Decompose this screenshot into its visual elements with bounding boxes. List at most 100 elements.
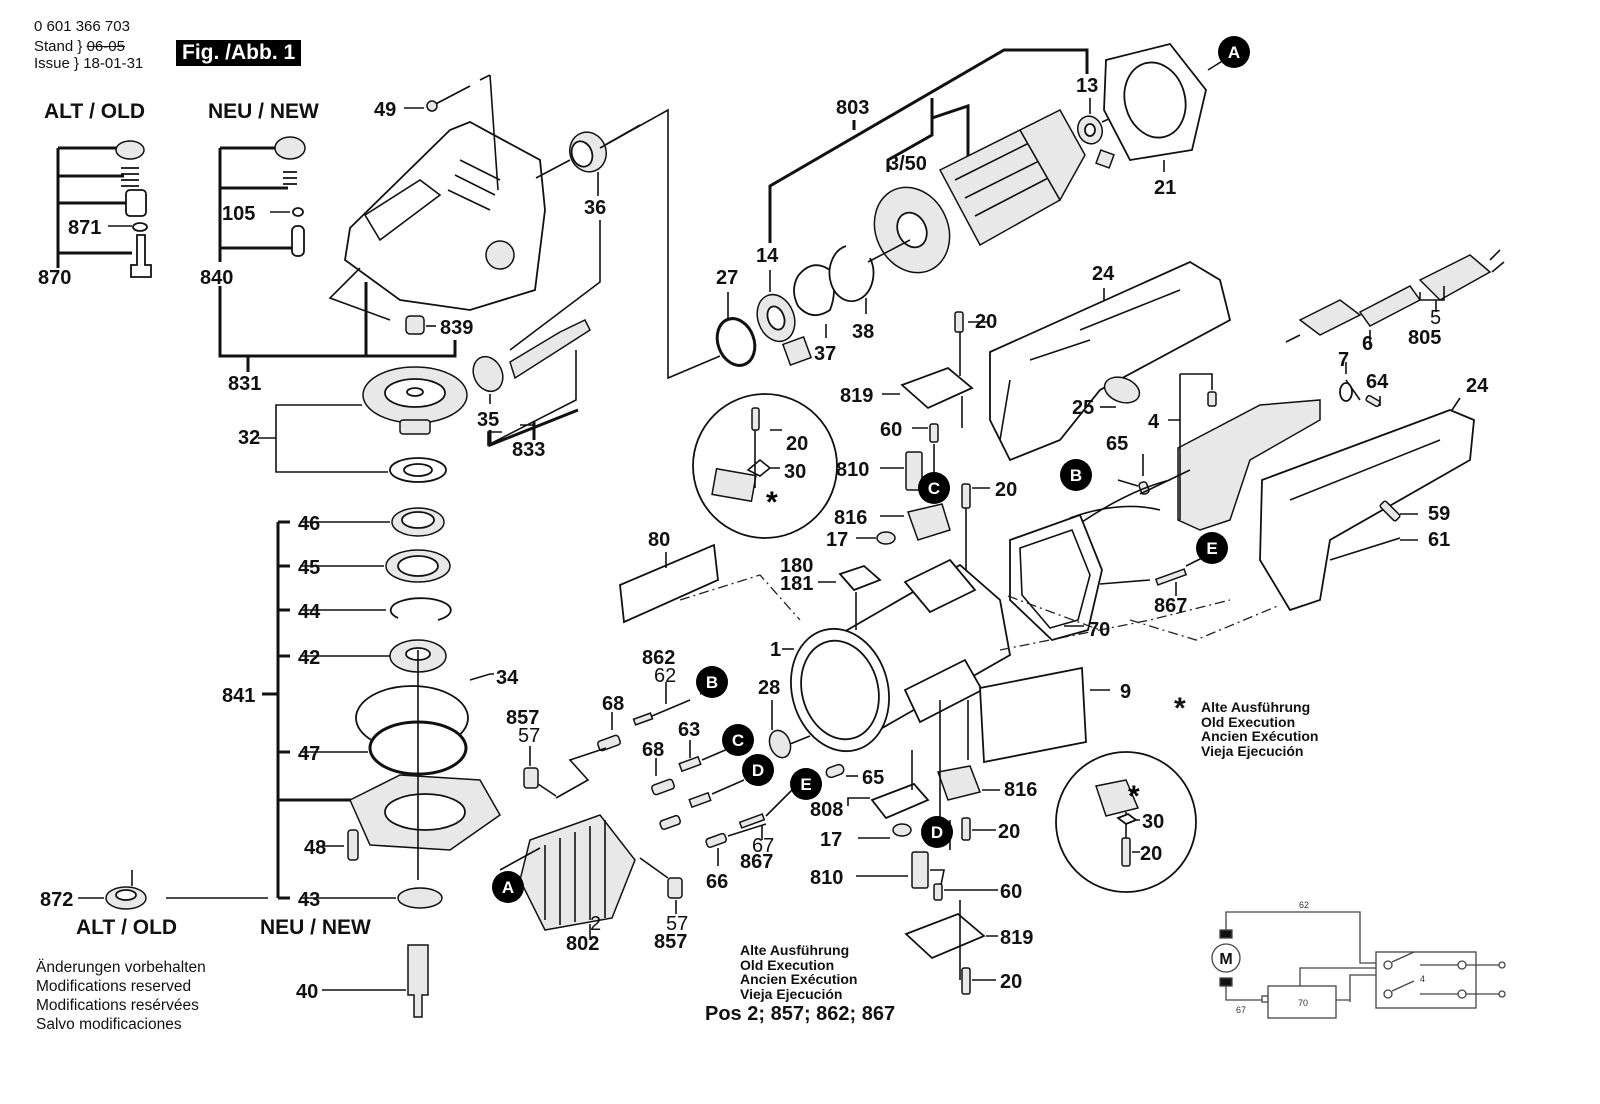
legend-line: Old Execution [1201,713,1296,730]
part-label: 24 [1466,375,1489,397]
power-cable-part [1285,249,1505,408]
part-label: 47 [298,743,320,765]
terminal-66-part [705,832,728,849]
nut-43-part [397,887,443,909]
spindle-stack [262,507,501,1018]
terminal-68-part [597,734,621,752]
part-label: 30 [1142,811,1164,833]
part-label: 819 [1000,927,1033,949]
part-label: 48 [304,837,326,859]
part-label: 20 [1000,971,1022,993]
part-label: 1 [770,639,781,661]
callout-label: E [1206,539,1217,558]
issue-date: 18-01-31 [83,55,144,72]
legend-line: Alte Ausführung [740,942,850,958]
part-label: 49 [374,99,396,121]
callout-label: A [502,878,514,897]
callout-d-left: D [742,754,774,786]
part-label: 63 [678,719,700,741]
switch-4-part [1168,373,1321,531]
part-label: 4 [1148,411,1160,433]
module-70-box [1267,985,1337,1019]
part-label: 68 [642,739,664,761]
callout-label: C [928,479,940,498]
part-label: 841 [222,685,255,707]
brush-holder-816b-part [936,765,982,801]
note-line: Änderungen vorbehalten [36,959,206,976]
insulation-808-part [870,782,930,820]
armature-axis-line [867,239,911,263]
revision-block: Stand } 06-05 Issue } 18-01-31 [34,38,144,72]
part-label: 25 [1072,397,1094,419]
callout-a-bottom: A [492,871,524,903]
part-label: 65 [1106,433,1128,455]
note-line: Salvo modificaciones [36,1016,182,1033]
valve-sleeve-part [125,189,147,217]
old-execution-legend-right: Alte Ausführung Old Execution Ancien Exé… [1201,700,1318,758]
callout-label: D [931,823,943,842]
callout-label: E [800,775,811,794]
strain-relief-7-part [1339,382,1353,402]
part-label: 17 [826,529,848,551]
note-line: Modifications reserved [36,978,192,995]
part-label: 803 [836,97,869,119]
part-label: 20 [995,479,1017,501]
motor-icon [1211,943,1241,973]
armature-part [873,109,1086,274]
part-label: 816 [834,507,867,529]
brush-holder-lower [825,700,1000,995]
part-label: 28 [758,677,780,699]
legend-line: Vieja Ejecución [1201,742,1304,759]
bearing-14-part [756,270,813,367]
field-coil-2-part [519,814,636,938]
callout-label: D [752,761,764,780]
callout-e-left: E [790,768,822,800]
spindle-40-part [407,944,429,1018]
part-label: 40 [296,981,318,1003]
part-label: 20 [998,821,1020,843]
part-label: 27 [716,267,738,289]
star-icon: * [1174,692,1186,725]
legend-line: Vieja Ejecución [740,985,843,1002]
armature-bracket [768,48,1089,243]
part-label: 42 [298,647,320,669]
part-label: 13 [1076,75,1098,97]
wire-label-67: 67 [1236,1005,1246,1015]
assembly-path-line [1007,595,1281,641]
label-9-part [979,666,1087,764]
part-label: 871 [68,217,101,239]
part-label: 805 [1408,327,1441,349]
part-label: 20 [1140,843,1162,865]
callout-c-right: C [918,472,950,504]
part-label: 3/50 [888,153,927,175]
wire-67 [1225,986,1262,1001]
label-180-part [838,564,882,592]
legend-line: Ancien Exécution [740,971,858,987]
assembly-path-line [679,574,1231,651]
section-alt-old-top: ALT / OLD [44,100,146,123]
part-label: 870 [38,267,71,289]
part-label: 65 [862,767,884,789]
part-label: 181 [780,573,813,595]
part-label: 32 [238,427,260,449]
part-label: 872 [40,889,73,911]
spring-17-part [876,531,896,545]
legend-line: Old Execution [740,956,835,973]
part-label: 17 [820,829,842,851]
handle-half-lower-24-part [1259,397,1475,612]
sleeve-839-part [405,315,436,335]
valve-pin-part [130,234,152,278]
part-label: 20 [975,311,997,333]
part-label: 810 [836,459,869,481]
part-label: 57 [518,725,540,747]
figure-label: Fig. /Abb. 1 [176,40,302,66]
part-label: 60 [1000,881,1022,903]
motor-brush-top [1219,929,1233,939]
spring-washer-37-part [793,264,835,338]
part-label: 68 [602,693,624,715]
part-label: 35 [477,409,499,431]
old-valve-assembly [56,140,152,278]
legend-line: Ancien Exécution [1201,728,1319,744]
part-label: 857 [654,931,687,953]
